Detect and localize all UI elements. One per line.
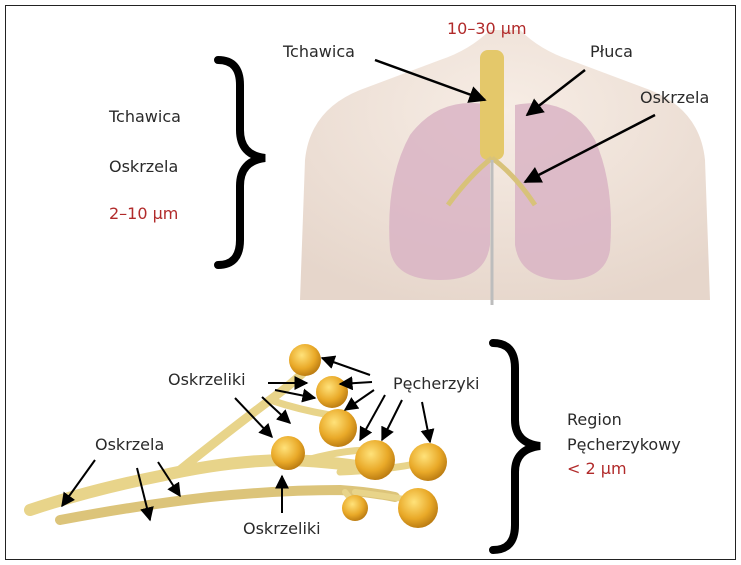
arrow-alveoli-1	[322, 358, 370, 375]
arrow-alveoli-5	[382, 400, 402, 440]
size-label-top: 10–30 µm	[447, 21, 527, 37]
torso-illustration	[300, 30, 710, 305]
callout-trachea: Tchawica	[283, 44, 355, 60]
alveolus-cluster	[409, 443, 447, 481]
left-brace	[218, 60, 265, 265]
arrow-alveoli-4	[360, 395, 385, 440]
label-bronchi-bottom: Oskrzela	[95, 437, 164, 453]
alveolus-cluster	[355, 440, 395, 480]
alveolus-cluster	[271, 436, 305, 470]
left-label-size: 2–10 µm	[109, 206, 178, 222]
region-size-label: < 2 µm	[567, 461, 627, 477]
label-bronchioles-top: Oskrzeliki	[168, 372, 246, 388]
region-label-line2: Pęcherzykowy	[567, 437, 681, 453]
alveolus-cluster	[398, 488, 438, 528]
alveolus-cluster	[342, 495, 368, 521]
alveolus-cluster	[319, 409, 357, 447]
arrow-alveoli-6	[422, 402, 430, 442]
callout-bronchi: Oskrzela	[640, 90, 709, 106]
callout-lungs: Płuca	[590, 44, 633, 60]
label-alveoli: Pęcherzyki	[393, 376, 479, 392]
trachea-shape	[480, 50, 504, 160]
right-brace	[493, 343, 540, 550]
alveolus-cluster	[316, 376, 348, 408]
arrow-alveoli-2	[340, 382, 372, 384]
left-label-bronchi: Oskrzela	[109, 159, 178, 175]
alveolus-cluster	[289, 344, 321, 376]
arrow-alveoli-3	[345, 390, 374, 410]
region-label-line1: Region	[567, 412, 622, 428]
label-bronchioles-bottom: Oskrzeliki	[243, 521, 321, 537]
left-label-trachea: Tchawica	[109, 109, 181, 125]
